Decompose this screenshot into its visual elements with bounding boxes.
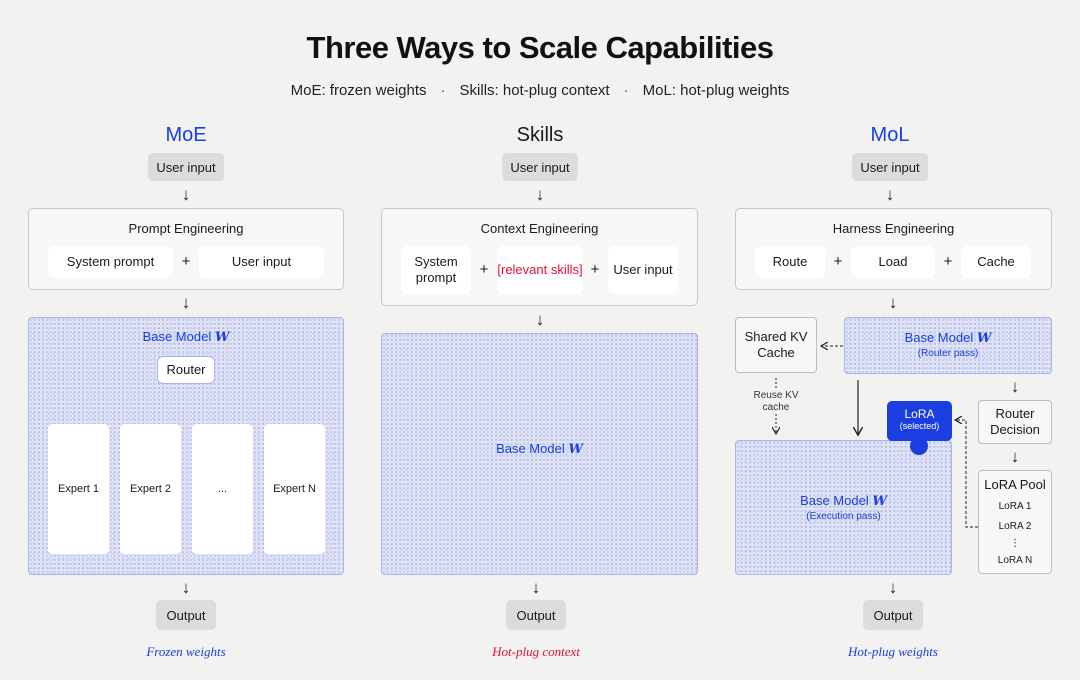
mol-arrow-router-decision: ↓	[1010, 377, 1020, 396]
moe-expert-ellipsis: ...	[192, 424, 253, 554]
mol-reuse-kv-label: Reuse KV cache	[753, 390, 799, 413]
lora-selected-sub: (selected)	[899, 421, 940, 431]
mol-execution-pass-sub: (Execution pass)	[806, 511, 881, 522]
mol-footer: Hot-plug weights	[848, 644, 938, 659]
lora-selected-label: LoRA	[904, 407, 935, 421]
mol-arrow-lora-pool: ↓	[1010, 447, 1020, 466]
weights-symbol: W	[976, 331, 992, 346]
mol-lora-pool: LoRA Pool LoRA 1 LoRA 2 ⋮ LoRA N	[978, 470, 1052, 574]
moe-panel-title: Prompt Engineering	[128, 221, 244, 236]
skills-base-model	[381, 333, 698, 575]
skills-plus-1: +	[479, 261, 489, 278]
mol-router-decision: Router Decision	[978, 400, 1052, 444]
mol-arrow-1: ↓	[885, 185, 895, 204]
mol-output: Output	[863, 600, 923, 630]
skills-footer: Hot-plug context	[492, 644, 580, 659]
moe-expert-2: Expert 2	[120, 424, 181, 554]
lora-pool-item: LoRA 1	[998, 501, 1032, 512]
mol-shared-kv-cache: Shared KV Cache	[735, 317, 817, 373]
mol-plus-2: +	[943, 253, 953, 270]
mol-plus-1: +	[833, 253, 843, 270]
lora-plug-connector	[910, 437, 928, 455]
page-title: Three Ways to Scale Capabilities	[306, 30, 774, 65]
skills-plus-2: +	[590, 261, 600, 278]
moe-arrow-1: ↓	[181, 185, 191, 204]
subtitle-moe: MoE: frozen weights	[290, 82, 427, 99]
mol-execution-pass-model	[735, 440, 952, 575]
skills-panel-title: Context Engineering	[480, 221, 599, 236]
pool-to-lora-dashed-arrow	[956, 420, 978, 528]
skills-output: Output	[506, 600, 566, 630]
moe-router: Router	[157, 356, 215, 384]
subtitle-mol: MoL: hot-plug weights	[642, 82, 790, 99]
moe-footer: Frozen weights	[146, 644, 226, 659]
lora-pool-item: LoRA 2	[998, 521, 1032, 532]
subtitle-separator: ·	[440, 82, 446, 99]
moe-user-input: User input	[148, 153, 224, 181]
skills-user-input: User input	[502, 153, 578, 181]
mol-router-pass-model	[844, 317, 1052, 374]
mol-load-box: Load	[851, 246, 935, 278]
skills-arrow-3: ↓	[531, 578, 541, 597]
lora-pool-item: ⋮	[1010, 538, 1020, 549]
moe-arrow-3: ↓	[181, 578, 191, 597]
mol-panel-title: Harness Engineering	[832, 221, 955, 236]
weights-symbol: W	[214, 330, 230, 345]
mol-router-pass-sub: (Router pass)	[917, 348, 979, 359]
moe-system-prompt-box: System prompt	[48, 246, 173, 278]
mol-router-pass-label: Base Model W	[904, 330, 992, 346]
mol-arrow-3: ↓	[888, 578, 898, 597]
moe-expert-n: Expert N	[264, 424, 325, 554]
skills-relevant-skills-box: [relevant skills]	[497, 246, 583, 294]
moe-output: Output	[156, 600, 216, 630]
moe-base-model-label: Base Model W	[142, 329, 230, 345]
skills-arrow-2: ↓	[535, 310, 545, 329]
mol-execution-pass-label: Base Model W	[800, 493, 887, 509]
moe-plus: +	[181, 253, 191, 270]
subtitle-skills: Skills: hot-plug context	[459, 82, 610, 99]
lora-pool-title: LoRA Pool	[984, 477, 1046, 492]
weights-symbol: W	[872, 494, 887, 509]
skills-arrow-1: ↓	[535, 185, 545, 204]
moe-heading: MoE	[165, 124, 207, 146]
mol-cache-box: Cache	[961, 246, 1031, 278]
mol-user-input: User input	[852, 153, 928, 181]
skills-user-input-box: User input	[608, 246, 678, 294]
subtitle-separator: ·	[623, 82, 629, 99]
skills-system-prompt-box: System prompt	[401, 246, 471, 294]
subtitle: MoE: frozen weights · Skills: hot-plug con…	[0, 82, 1080, 99]
skills-base-model-label: Base Model W	[496, 441, 583, 457]
mol-arrow-2: ↓	[888, 293, 898, 312]
moe-user-input-box: User input	[199, 246, 324, 278]
mol-lora-selected: LoRA (selected)	[887, 401, 952, 441]
mol-route-box: Route	[755, 246, 825, 278]
lora-pool-item: LoRA N	[997, 555, 1033, 566]
moe-expert-1: Expert 1	[48, 424, 109, 554]
moe-arrow-2: ↓	[181, 293, 191, 312]
mol-heading: MoL	[870, 124, 910, 146]
skills-heading: Skills	[516, 124, 564, 146]
weights-symbol: W	[568, 442, 583, 457]
